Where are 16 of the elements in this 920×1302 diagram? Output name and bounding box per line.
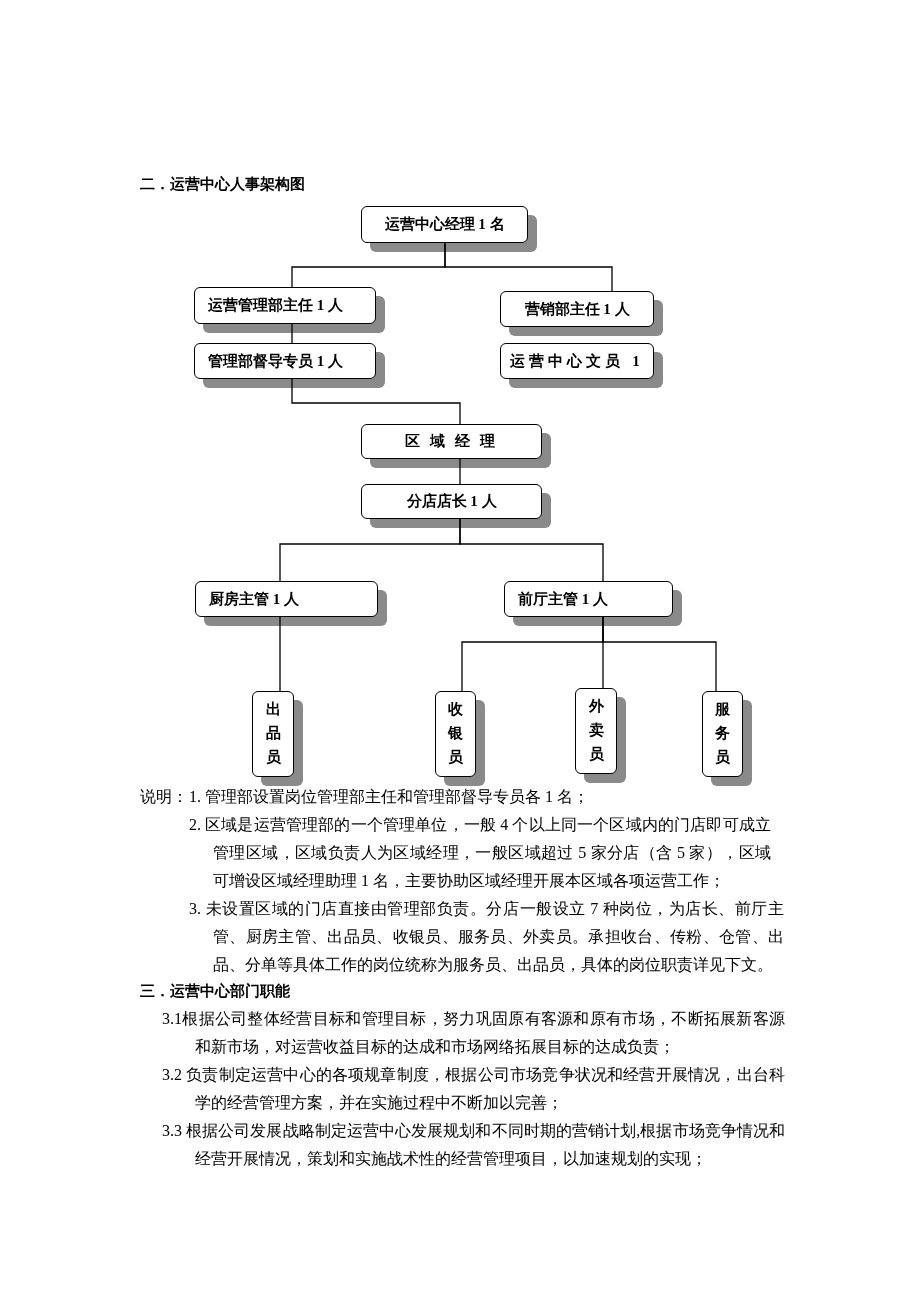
note-text: 3. 未设置区域的门店直接由管理部负责。分店一般设立 7 种岗位，为店长、前厅主管、厨房主管、出品员、收银员、服务员、外卖员。承担收台、传粉、仓管、出品、分单等具体工作的岗位统称为服务员、出品员，具体的岗位职责详见下文。 bbox=[189, 899, 784, 975]
note-label: 说明： bbox=[140, 787, 188, 807]
connector-line bbox=[444, 242, 613, 292]
note-text: 2. 区域是运营管理部的一个管理单位，一般 4 个以上同一个区域内的门店即可成立管理区域，区域负责人为区域经理，一般区域超过 5 家分店（含 5 家），区域可增设区域经理助理 1 名，主要协助区域经理开展本区域各项运营工作； bbox=[189, 815, 771, 891]
section-heading: 二．运营中心人事架构图 bbox=[140, 175, 305, 194]
section-heading: 三．运营中心部门职能 bbox=[140, 982, 290, 1001]
connector-line bbox=[459, 458, 461, 485]
paragraph: 3.1根据公司整体经营目标和管理目标，努力巩固原有客源和原有市场，不断拓展新客源和新市场，对运营收益目标的达成和市场网络拓展目标的达成负责； bbox=[162, 1009, 785, 1057]
paragraph: 3.2 负责制定运营中心的各项规章制度，根据公司市场竞争状况和经营开展情况，出台科学的经营管理方案，并在实施过程中不断加以完善； bbox=[162, 1065, 785, 1113]
connector-line bbox=[291, 378, 461, 425]
connector-line bbox=[291, 323, 293, 344]
paragraph: 3.3 根据公司发展战略制定运营中心发展规划和不同时期的营销计划,根据市场竞争情况和经营开展情况，策划和实施战术性的经营管理项目，以加速规划的实现； bbox=[162, 1121, 785, 1169]
connector-line bbox=[459, 518, 604, 582]
note-text: 1. 管理部设置岗位管理部主任和管理部督导专员各 1 名； bbox=[189, 787, 590, 807]
connector-line bbox=[279, 616, 281, 692]
connector-line bbox=[602, 616, 717, 692]
